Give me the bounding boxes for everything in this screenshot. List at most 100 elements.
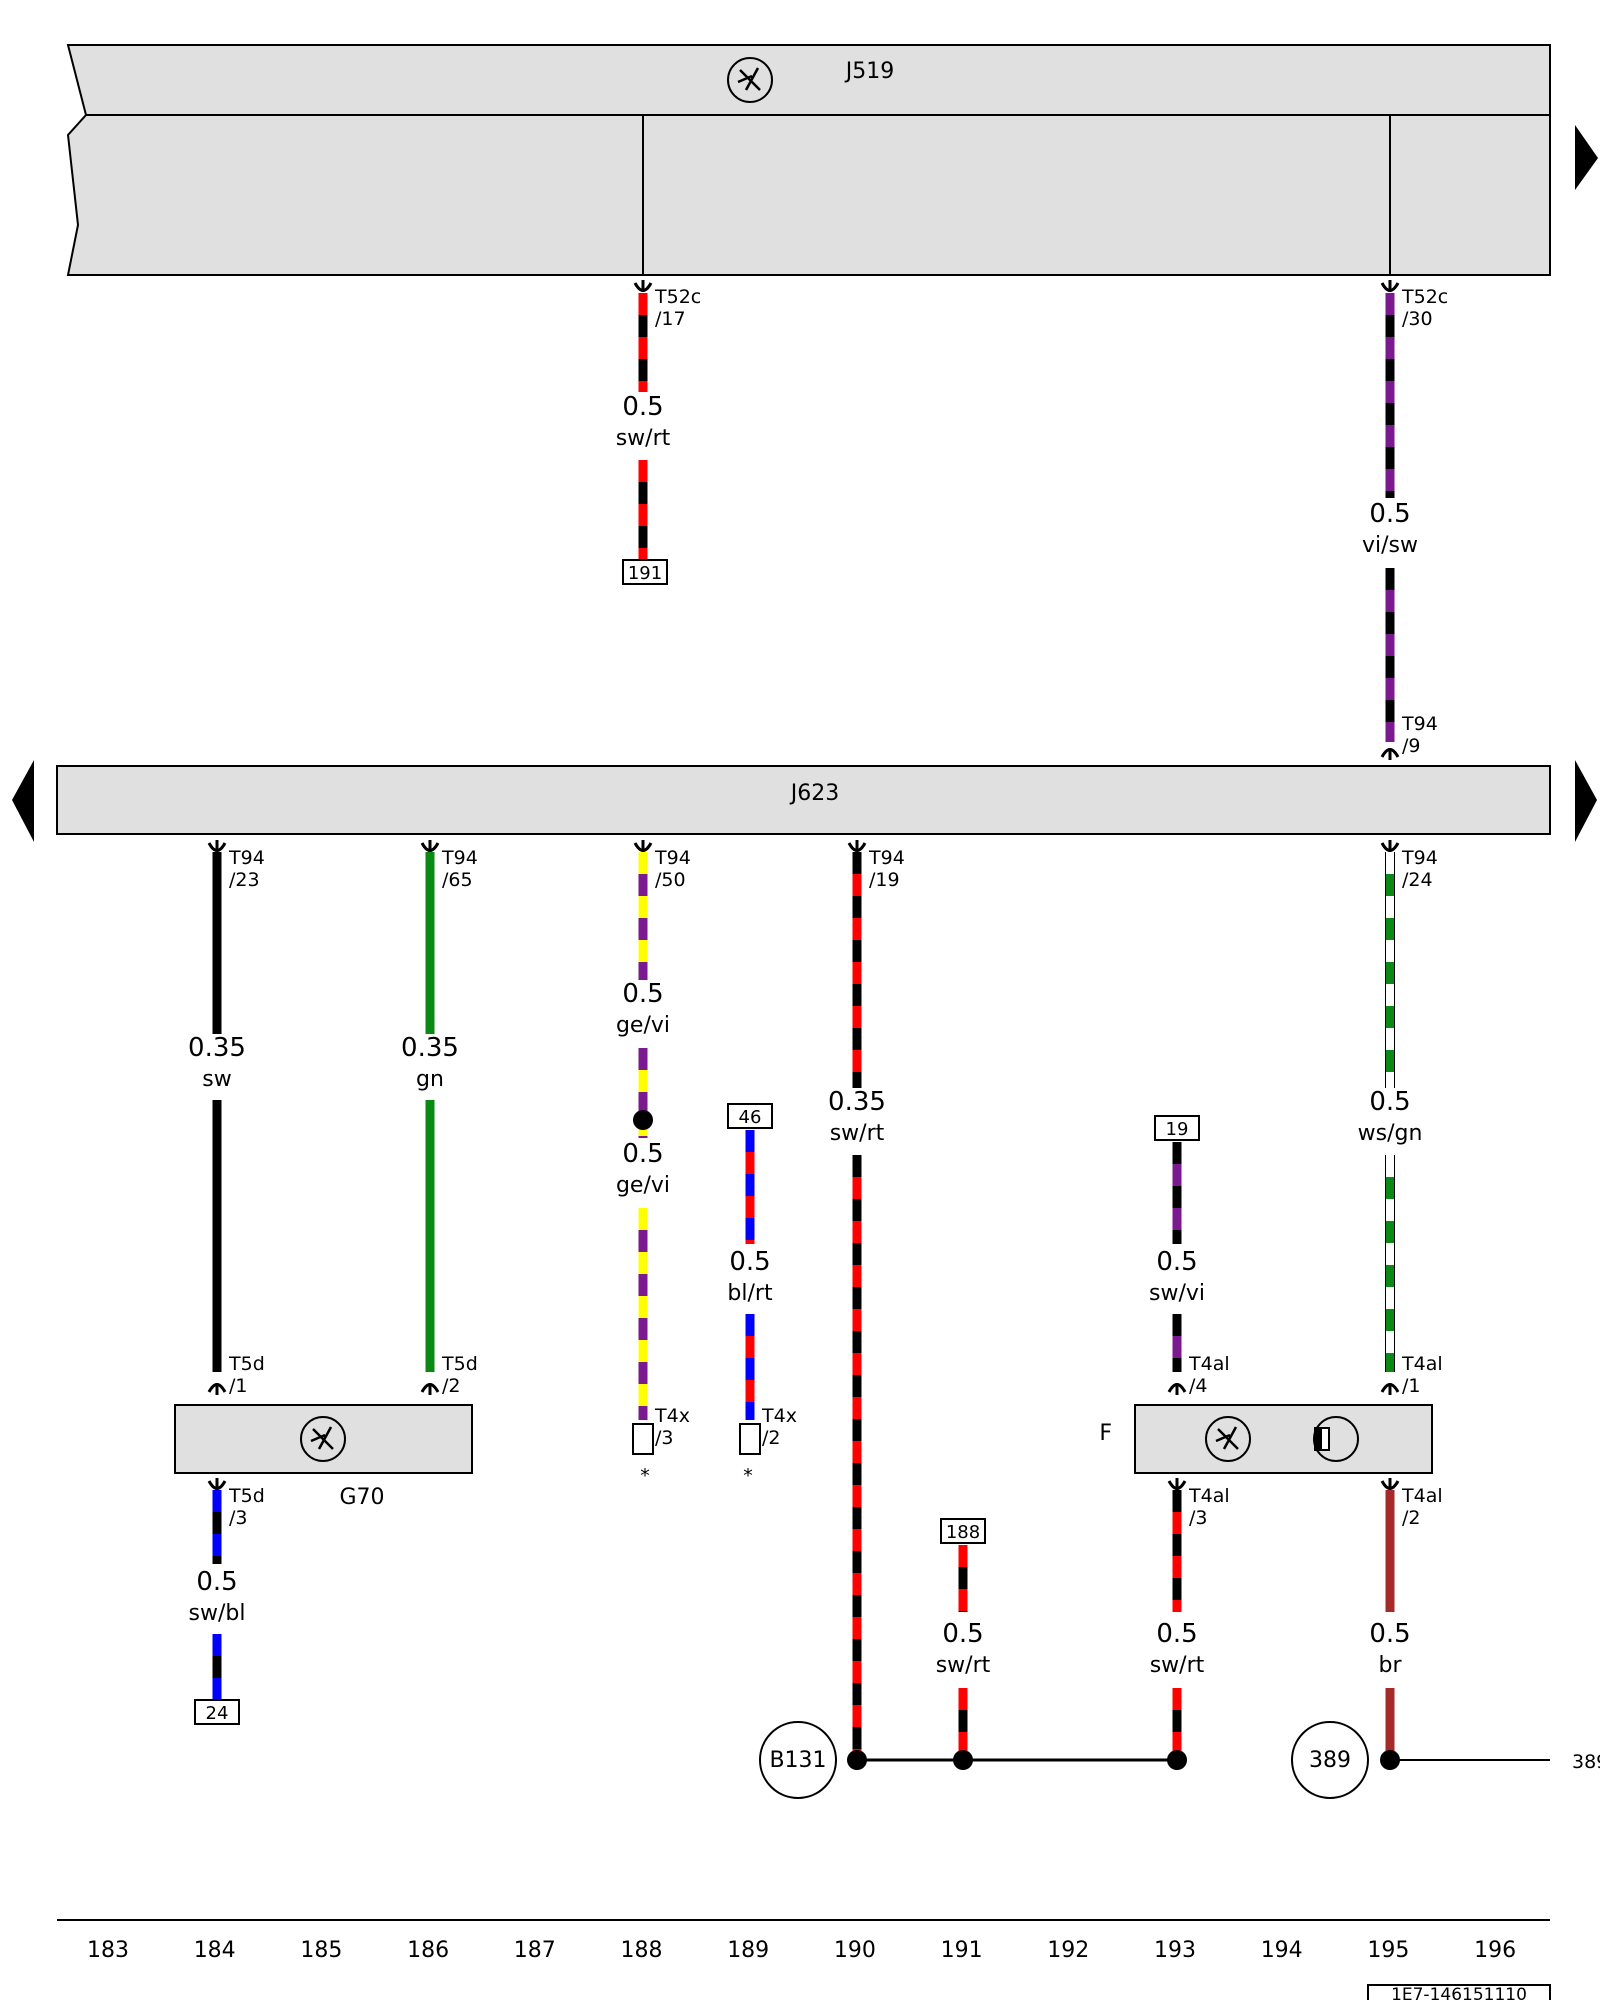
switch-symbol-icon-glyph — [1215, 1426, 1239, 1450]
j519-ecu-symbol-icon-ring — [727, 57, 773, 103]
wire-193a-label-gauge: 0.5 — [1156, 1247, 1197, 1277]
pin-t94-50-a: T94 — [654, 847, 691, 869]
connector-icon — [632, 1423, 654, 1455]
sensor-symbol-icon-glyph — [310, 1426, 334, 1450]
wire-193b-label-color: sw/rt — [1150, 1653, 1205, 1678]
splice-point — [1380, 1750, 1400, 1770]
ref-191-text: 191 — [628, 563, 662, 584]
pin-t52c-17-b: /17 — [655, 308, 686, 330]
j623-label: J623 — [789, 781, 839, 806]
direction-arrow-icon — [1575, 125, 1598, 190]
wire-188b-label-gauge: 0.5 — [622, 979, 663, 1009]
sensor-symbol-icon-ring — [300, 1416, 346, 1462]
pin-t52c-30-a: T52c — [1401, 286, 1448, 308]
wire-186-label-gauge: 0.35 — [401, 1033, 459, 1063]
wire-195a-label-color: vi/sw — [1362, 533, 1418, 558]
pin-t94-19-b: /19 — [869, 869, 900, 891]
wire-188b-label-color: ge/vi — [616, 1013, 670, 1038]
ref-188-box — [940, 1518, 986, 1544]
connector-icon — [207, 1478, 227, 1490]
pin-t5d-1-a: T5d — [228, 1353, 265, 1375]
pin-t4x-2-a: T4x — [761, 1405, 797, 1427]
wire-189-label-gauge: 0.5 — [729, 1247, 770, 1277]
column-number: 189 — [727, 1938, 769, 1963]
pin-t5d-3-b: /3 — [229, 1507, 248, 1529]
wire-188c-label-color: ge/vi — [616, 1173, 670, 1198]
connector-icon — [633, 840, 653, 852]
j519-ecu-symbol-icon-glyph — [737, 67, 761, 91]
pin-t52c-17-a: T52c — [654, 286, 701, 308]
connector-icon — [1167, 1383, 1187, 1395]
wire-184b-label-gauge: 0.5 — [196, 1567, 237, 1597]
ref-24-text: 24 — [206, 1703, 229, 1724]
wire-ws-gn-195b-lower — [1385, 1155, 1395, 1372]
switch-symbol-icon-ring — [1205, 1416, 1251, 1462]
pin-t52c-30-b: /30 — [1402, 308, 1433, 330]
pin-t94-65-b: /65 — [442, 869, 473, 891]
splice-point — [1167, 1750, 1187, 1770]
pin-t94-9-b: /9 — [1402, 735, 1421, 757]
wire-193a-label-color: sw/vi — [1149, 1281, 1205, 1306]
wire-184-label-gauge: 0.35 — [188, 1033, 246, 1063]
connector-icon — [1380, 1383, 1400, 1395]
wire-layer — [212, 293, 1395, 1760]
pin-t94-65-a: T94 — [441, 847, 478, 869]
pin-t94-23-a: T94 — [228, 847, 265, 869]
ref-19-text: 19 — [1166, 1119, 1189, 1140]
pin-t94-23-b: /23 — [229, 869, 260, 891]
pin-t5d-1-b: /1 — [229, 1375, 248, 1397]
column-number: 192 — [1047, 1938, 1089, 1963]
wire-188a-label-gauge: 0.5 — [622, 392, 663, 422]
connector-icon — [207, 1383, 227, 1395]
connector-icon — [1380, 748, 1400, 760]
doc-number-box — [1367, 1984, 1551, 2000]
j519-label: J519 — [844, 59, 894, 84]
pin-t5d-3-a: T5d — [228, 1485, 265, 1507]
connector-icon — [420, 840, 440, 852]
pin-t4al-3-a: T4al — [1188, 1485, 1230, 1507]
ref-188-text: 188 — [946, 1522, 980, 1543]
g70-label: G70 — [339, 1485, 384, 1510]
j519-top-band — [66, 44, 1551, 116]
wire-190-label-color: sw/rt — [830, 1121, 885, 1146]
switch-symbol-icon — [1205, 1416, 1251, 1462]
connector-icon — [1380, 280, 1400, 292]
ref-46-text: 46 — [739, 1107, 762, 1128]
column-number: 190 — [834, 1938, 876, 1963]
wire-184b-label-color: sw/bl — [189, 1601, 246, 1626]
connector-icon — [420, 1383, 440, 1395]
column-number: 183 — [87, 1938, 129, 1963]
column-number: 193 — [1154, 1938, 1196, 1963]
splice-point — [847, 1750, 867, 1770]
connector-icon — [739, 1423, 761, 1455]
pin-t94-19-a: T94 — [868, 847, 905, 869]
ref-19-box — [1154, 1115, 1200, 1141]
doc-number: 1E7-146151110 — [1391, 1985, 1527, 2000]
column-number: 188 — [621, 1938, 663, 1963]
wire-188c-label-gauge: 0.5 — [622, 1139, 663, 1169]
connector-icon — [207, 840, 227, 852]
c389-label: 389 — [1309, 1748, 1351, 1773]
wire-195b-label-color: ws/gn — [1358, 1121, 1423, 1146]
connector-icon — [1167, 1478, 1187, 1490]
note-star-2: * — [743, 1465, 753, 1487]
pin-t4x-3-b: /3 — [655, 1427, 674, 1449]
pin-t4x-2-b: /2 — [762, 1427, 781, 1449]
pin-t4al-4-b: /4 — [1189, 1375, 1208, 1397]
b131-label: B131 — [769, 1748, 826, 1773]
pin-t94-50-b: /50 — [655, 869, 686, 891]
wire-195a-label-gauge: 0.5 — [1369, 499, 1410, 529]
column-number: 194 — [1261, 1938, 1303, 1963]
column-number: 191 — [941, 1938, 983, 1963]
pin-t4al-2-a: T4al — [1401, 1485, 1443, 1507]
pin-t94-24-b: /24 — [1402, 869, 1433, 891]
connector-icon — [847, 840, 867, 852]
column-number: 184 — [194, 1938, 236, 1963]
ref-46-box — [727, 1103, 773, 1129]
wire-191-label-gauge: 0.5 — [942, 1619, 983, 1649]
column-number: 196 — [1474, 1938, 1516, 1963]
pin-t4x-3-a: T4x — [654, 1405, 690, 1427]
column-number: 195 — [1367, 1938, 1409, 1963]
